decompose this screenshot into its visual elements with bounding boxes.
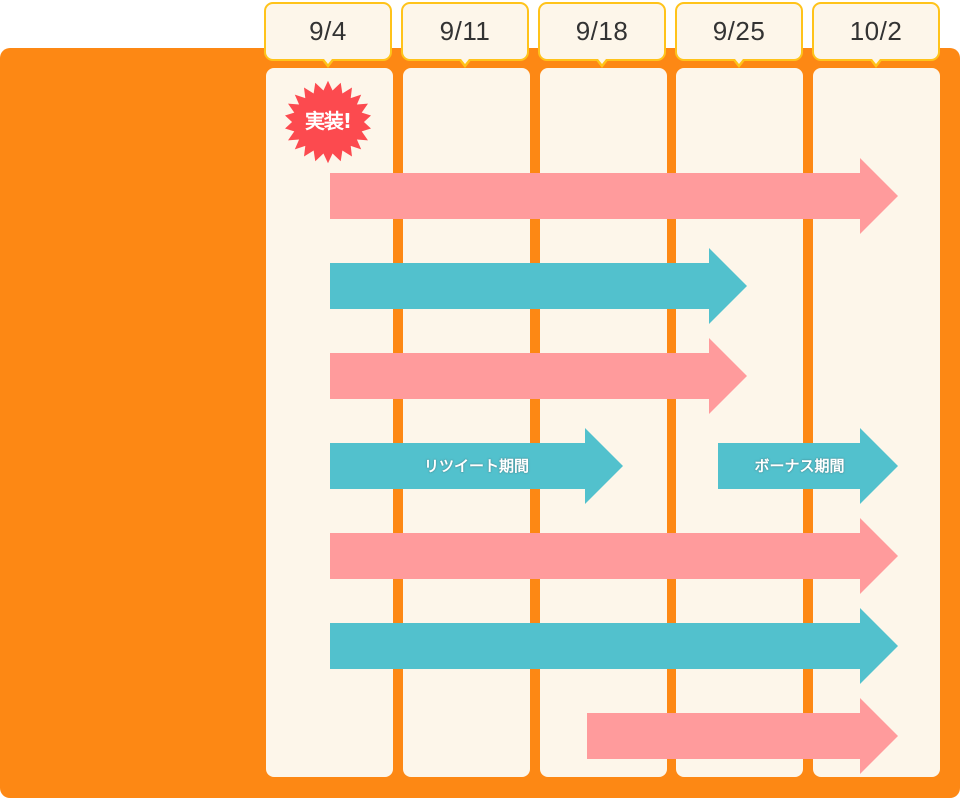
date-label: 9/11 [439,16,491,46]
date-tab-4: 9/25 [675,2,803,68]
arrow-head-icon [860,158,898,234]
timeline-arrow [330,248,747,324]
arrow-head-icon [860,608,898,684]
date-label: 9/25 [712,16,766,46]
date-label: 10/2 [849,16,903,46]
starburst-badge-icon [285,80,371,164]
arrow-head-icon [709,338,747,414]
timeline-arrow [587,698,898,774]
timeline-arrow [330,158,898,234]
arrow-head-icon [860,518,898,594]
timeline-arrow [330,338,747,414]
date-label: 9/18 [575,16,629,46]
timeline-arrow [330,608,898,684]
date-tab-1: 9/4 [264,2,392,68]
arrow-head-icon [585,428,623,504]
bonus-period-arrow: ボーナス期間 [718,428,898,504]
date-tab-3: 9/18 [538,2,666,68]
arrow-head-icon [860,698,898,774]
arrow-head-icon [709,248,747,324]
timeline-arrow [330,518,898,594]
date-label: 9/4 [309,16,347,46]
retweet-period-arrow: リツイート期間 [330,428,623,504]
date-tab-5: 10/2 [812,2,940,68]
retweet-period-label: リツイート期間 [423,457,529,475]
implemented-badge-label: 実装! [304,109,352,133]
bonus-period-label: ボーナス期間 [754,457,845,475]
arrow-head-icon [860,428,898,504]
date-tab-2: 9/11 [401,2,529,68]
